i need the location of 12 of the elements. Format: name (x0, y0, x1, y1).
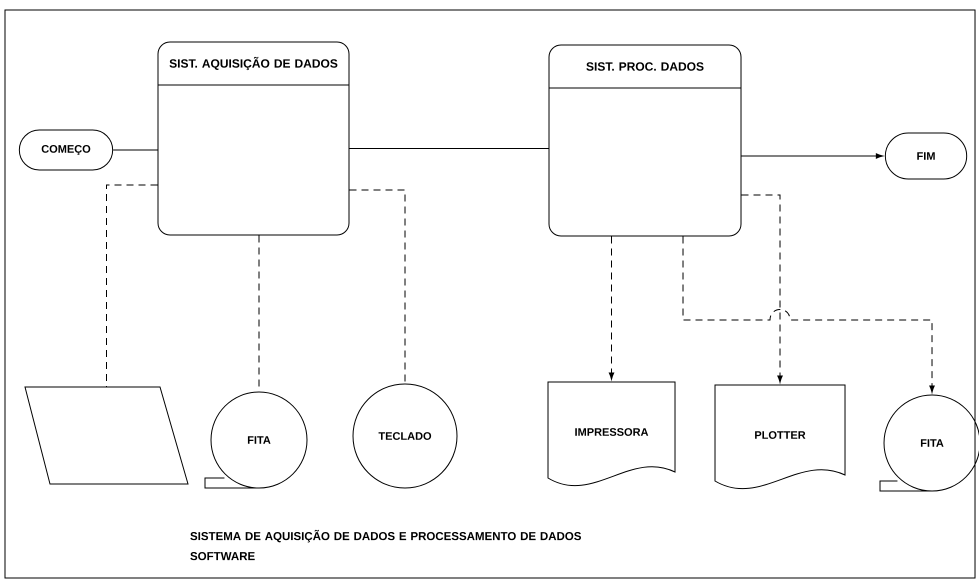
terminator: FIM (884, 132, 968, 180)
arrow (741, 153, 884, 159)
process-box: SIST. PROC. DADOS (548, 44, 742, 236)
arrow (682, 236, 935, 393)
terminator: COMEÇO (18, 130, 114, 170)
connector-line (349, 148, 549, 149)
arrow (608, 236, 614, 380)
connector-line (106, 184, 158, 387)
arrow (741, 194, 783, 383)
process-box: SIST. AQUISIÇÃO DE DADOS (158, 42, 350, 236)
caption: SISTEMA DE AQUISIÇÃO DE DADOS E PROCESSAMENTO DE DADOS SOFTWARE (190, 530, 581, 560)
connector-line (349, 190, 406, 384)
